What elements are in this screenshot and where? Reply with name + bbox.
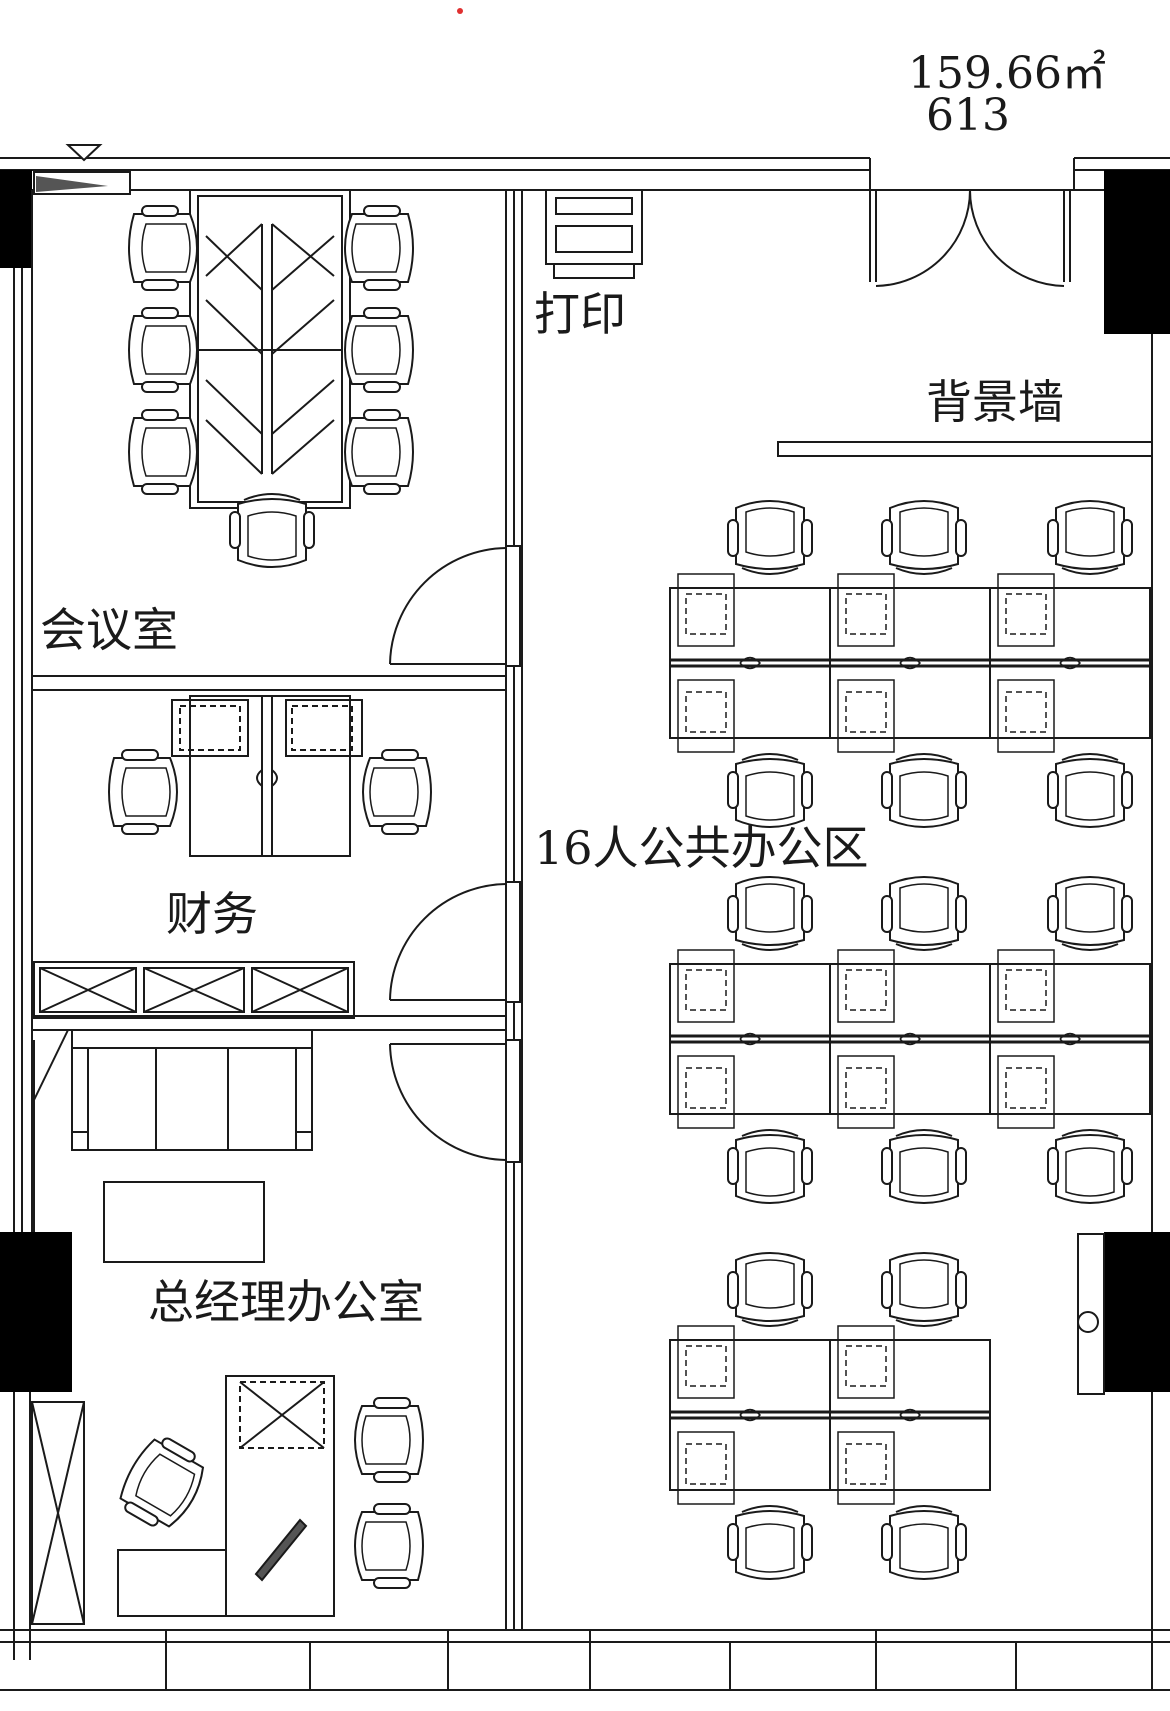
column-mid-left bbox=[0, 1232, 72, 1392]
workstation-chair bbox=[1047, 876, 1133, 951]
door-meeting bbox=[389, 545, 521, 667]
print-label: 打印 bbox=[534, 287, 626, 341]
workstation-chair bbox=[727, 500, 813, 575]
unit-number-label: 613 bbox=[926, 90, 1010, 141]
marker-dot bbox=[457, 8, 463, 14]
meeting-chair bbox=[229, 493, 315, 568]
meeting-chair bbox=[128, 205, 198, 291]
workstation bbox=[668, 948, 832, 1130]
visitor-chair bbox=[354, 1503, 424, 1589]
door-finance bbox=[389, 881, 521, 1003]
workstation bbox=[828, 1324, 992, 1506]
column-top-left bbox=[0, 170, 32, 268]
meeting-chair bbox=[344, 409, 414, 495]
workstation bbox=[668, 572, 832, 754]
workstation bbox=[988, 948, 1152, 1130]
right-wall bbox=[1077, 334, 1153, 1660]
meeting-chair bbox=[128, 307, 198, 393]
gm-office-label: 总经理办公室 bbox=[148, 1275, 424, 1329]
workstation-chair bbox=[881, 876, 967, 951]
entrance-door bbox=[869, 189, 1071, 287]
column-top-right bbox=[1104, 170, 1170, 334]
workstation-chair bbox=[881, 1505, 967, 1580]
workstation-chair bbox=[727, 1129, 813, 1204]
column-mid-right bbox=[1104, 1232, 1170, 1392]
meeting-chair bbox=[128, 409, 198, 495]
workstation-chair bbox=[1047, 500, 1133, 575]
workstation bbox=[828, 948, 992, 1130]
workstation bbox=[828, 572, 992, 754]
left-partitions bbox=[32, 675, 506, 1031]
background-wall-panel bbox=[777, 441, 1153, 457]
workstation-chair bbox=[1047, 753, 1133, 828]
finance-room-label: 财务 bbox=[166, 887, 258, 941]
gm-desk bbox=[117, 1375, 335, 1617]
workstation-chair bbox=[881, 1129, 967, 1204]
meeting-chair bbox=[344, 307, 414, 393]
gm-chair bbox=[111, 1429, 215, 1538]
workstation-chair bbox=[1047, 1129, 1133, 1204]
workstation-chair bbox=[881, 753, 967, 828]
sofa bbox=[71, 1029, 313, 1151]
finance-chair bbox=[108, 749, 178, 835]
finance-desks bbox=[171, 695, 363, 857]
workstation-chair bbox=[881, 500, 967, 575]
visitor-chair bbox=[354, 1397, 424, 1483]
workstation bbox=[988, 572, 1152, 754]
printer-icon bbox=[545, 189, 643, 279]
filing-cabinets bbox=[33, 961, 355, 1019]
top-wall bbox=[0, 157, 1170, 191]
area-label: 159.66㎡ bbox=[908, 48, 1106, 99]
workstation-chair bbox=[727, 1505, 813, 1580]
bottom-wall bbox=[0, 1629, 1170, 1691]
finance-chair bbox=[362, 749, 432, 835]
workstation bbox=[668, 1324, 832, 1506]
coffee-table bbox=[103, 1181, 265, 1263]
meeting-table bbox=[189, 189, 351, 509]
workstation-chair bbox=[727, 876, 813, 951]
workstation-chair bbox=[727, 753, 813, 828]
door-gm-office bbox=[389, 1039, 521, 1163]
window-hatch bbox=[36, 176, 108, 192]
entry-arrow-icon bbox=[65, 144, 103, 162]
meeting-chair bbox=[344, 205, 414, 291]
workstation-chair bbox=[727, 1252, 813, 1327]
open-office-label: 16人公共办公区 bbox=[534, 821, 869, 875]
meeting-room-label: 会议室 bbox=[40, 603, 178, 657]
left-wall bbox=[13, 190, 85, 1660]
background-wall-label: 背景墙 bbox=[926, 375, 1064, 429]
workstation-chair bbox=[881, 1252, 967, 1327]
